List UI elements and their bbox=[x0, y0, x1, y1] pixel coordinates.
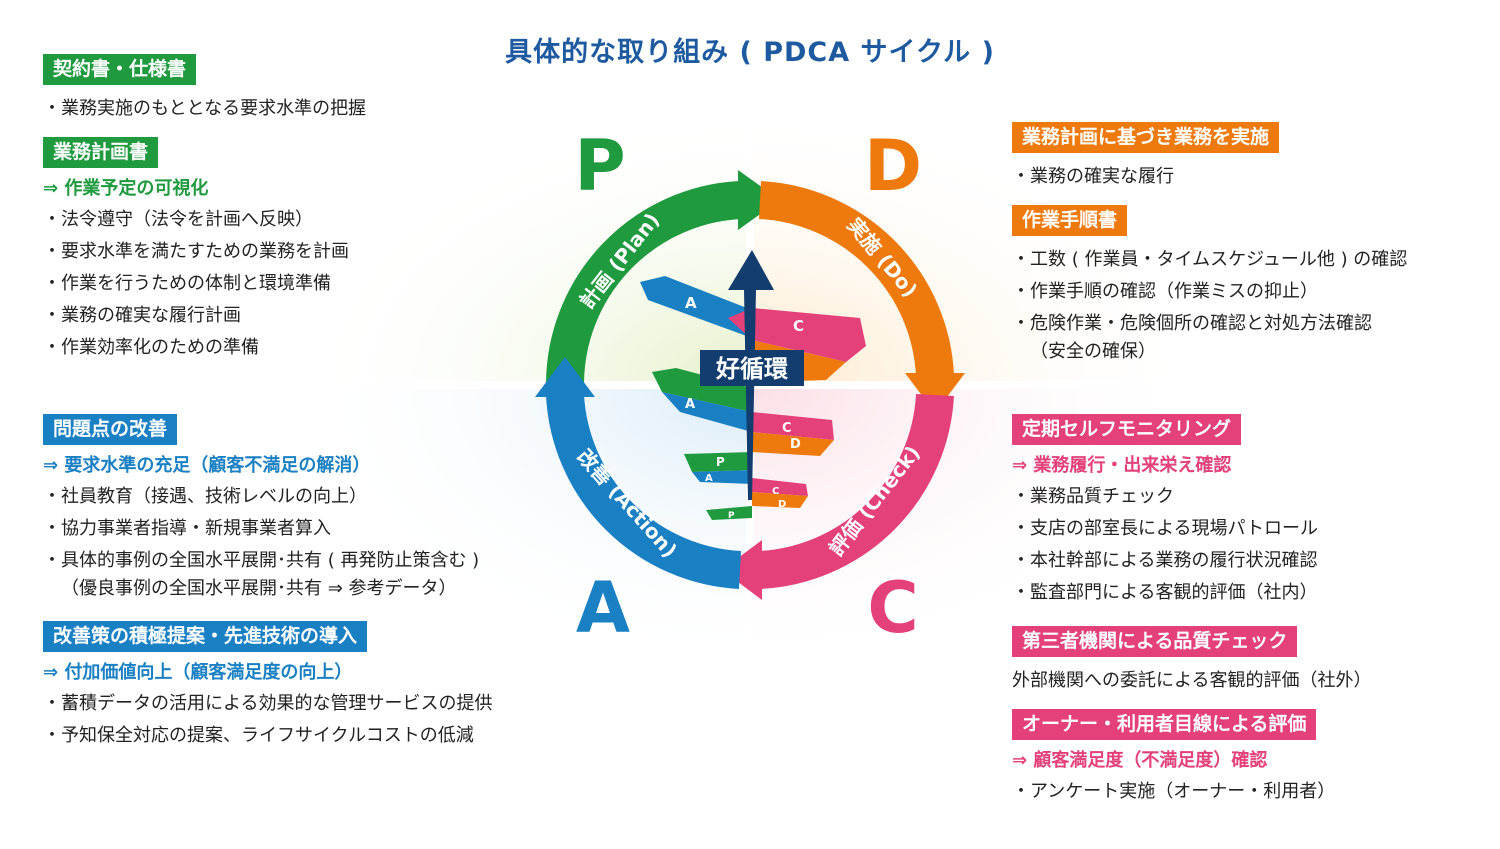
check-arrowhead bbox=[722, 540, 762, 600]
spiral-label-a3: A bbox=[705, 473, 713, 484]
spiral-label-c1: C bbox=[793, 317, 804, 335]
check-thirdparty-tag: 第三者機関による品質チェック bbox=[1012, 626, 1298, 657]
check-owner-sub: ⇒ 顧客満足度（不満足度）確認 bbox=[1012, 750, 1268, 771]
check-owner-tag: オーナー・利用者目線による評価 bbox=[1012, 709, 1317, 740]
action-problem-item: ・具体的事例の全国水平展開･共有 ( 再発防止策含む ) bbox=[43, 550, 480, 571]
action-problem-block: 問題点の改善 ⇒ 要求水準の充足（顧客不満足の解消） ・社員教育（接遇、技術レベ… bbox=[43, 414, 479, 605]
check-owner-item: ・アンケート実施（オーナー・利用者） bbox=[1012, 781, 1336, 802]
page-title: 具体的な取り組み ( PDCA サイクル ) bbox=[505, 37, 995, 68]
spiral-band-c2 bbox=[752, 412, 834, 440]
letter-p: P bbox=[574, 125, 625, 207]
spiral-band-p3 bbox=[706, 506, 752, 520]
check-arc bbox=[758, 393, 954, 589]
do-procedure-item: ・危険作業・危険個所の確認と対処方法確認 bbox=[1012, 313, 1372, 334]
action-proposal-item: ・蓄積データの活用による効果的な管理サービスの提供 bbox=[43, 693, 493, 714]
do-arc bbox=[758, 181, 954, 377]
cycle-arrows bbox=[535, 170, 965, 600]
spiral-label-p3: P bbox=[728, 511, 735, 521]
spiral-label-p2: P bbox=[716, 455, 725, 469]
do-procedure-continuation: （安全の確保） bbox=[1030, 341, 1156, 362]
spiral-label-d2: D bbox=[790, 437, 801, 452]
action-proposal-tag: 改善策の積極提案・先進技術の導入 bbox=[43, 621, 368, 652]
do-procedure-tag: 作業手順書 bbox=[1012, 205, 1128, 236]
plan-contract-block: 契約書・仕様書 ・業務実施のもととなる要求水準の把握 bbox=[43, 54, 366, 125]
check-monitoring-item: ・監査部門による客観的評価（社内） bbox=[1012, 582, 1318, 603]
spiral-band-p2 bbox=[684, 452, 752, 472]
spiral-band-d2 bbox=[752, 432, 834, 456]
check-monitoring-item: ・支店の部室長による現場パトロール bbox=[1012, 518, 1318, 539]
spiral-band-d3 bbox=[752, 492, 808, 508]
center-label: 好循環 bbox=[715, 355, 789, 383]
letter-d: D bbox=[864, 125, 922, 207]
action-proposal-sub: ⇒ 付加価値向上（顧客満足度の向上） bbox=[43, 662, 353, 683]
action-problem-continuation: （優良事例の全国水平展開･共有 ⇒ 参考データ） bbox=[61, 578, 457, 599]
do-execution-block: 業務計画に基づき業務を実施 ・業務の確実な履行 bbox=[1012, 122, 1280, 193]
plan-schedule-item: ・作業を行うための体制と環境準備 bbox=[43, 273, 331, 294]
action-problem-item: ・協力事業者指導・新規事業者算入 bbox=[43, 518, 331, 539]
plan-arc bbox=[545, 181, 742, 386]
action-proposal-block: 改善策の積極提案・先進技術の導入 ⇒ 付加価値向上（顧客満足度の向上） ・蓄積デ… bbox=[43, 621, 492, 752]
check-monitoring-item: ・業務品質チェック bbox=[1012, 486, 1174, 507]
check-monitoring-sub: ⇒ 業務履行・出来栄え確認 bbox=[1012, 455, 1232, 476]
do-execution-tag: 業務計画に基づき業務を実施 bbox=[1012, 122, 1280, 153]
action-problem-sub: ⇒ 要求水準の充足（顧客不満足の解消） bbox=[43, 455, 371, 476]
plan-schedule-tag: 業務計画書 bbox=[43, 137, 159, 168]
do-procedure-item: ・工数 ( 作業員・タイムスケジュール他 ) の確認 bbox=[1012, 249, 1408, 270]
check-monitoring-block: 定期セルフモニタリング ⇒ 業務履行・出来栄え確認 ・業務品質チェック ・支店の… bbox=[1012, 414, 1318, 609]
plan-schedule-item: ・作業効率化のための準備 bbox=[43, 337, 259, 358]
letter-c: C bbox=[867, 567, 918, 649]
spiral-label-c3: C bbox=[772, 486, 779, 497]
action-problem-tag: 問題点の改善 bbox=[43, 414, 178, 445]
check-monitoring-tag: 定期セルフモニタリング bbox=[1012, 414, 1242, 445]
do-procedure-block: 作業手順書 ・工数 ( 作業員・タイムスケジュール他 ) の確認 ・作業手順の確… bbox=[1012, 205, 1407, 368]
spiral-label-a1: A bbox=[685, 294, 697, 312]
spiral-label-a2: A bbox=[685, 397, 695, 412]
action-arc bbox=[546, 393, 742, 589]
spiral-band-a3 bbox=[662, 392, 752, 432]
action-proposal-item: ・予知保全対応の提案、ライフサイクルコストの低減 bbox=[43, 725, 474, 746]
plan-schedule-sub: ⇒ 作業予定の可視化 bbox=[43, 178, 209, 199]
check-owner-block: オーナー・利用者目線による評価 ⇒ 顧客満足度（不満足度）確認 ・アンケート実施… bbox=[1012, 709, 1335, 808]
spiral-label-c2: C bbox=[782, 421, 792, 436]
spiral-band-a4 bbox=[692, 470, 752, 484]
letter-a: A bbox=[576, 567, 630, 649]
do-execution-item: ・業務の確実な履行 bbox=[1012, 166, 1174, 187]
spiral-band-c bbox=[728, 308, 866, 362]
plan-schedule-block: 業務計画書 ⇒ 作業予定の可視化 ・法令遵守（法令を計画へ反映） ・要求水準を満… bbox=[43, 137, 349, 364]
spiral-band-a bbox=[640, 276, 752, 338]
action-problem-item: ・社員教育（接遇、技術レベルの向上） bbox=[43, 486, 367, 507]
center-label-box bbox=[700, 350, 804, 386]
spiral-band-c3 bbox=[752, 478, 808, 496]
check-thirdparty-block: 第三者機関による品質チェック 外部機関への委託による客観的評価（社外） bbox=[1012, 626, 1371, 697]
plan-arrowhead bbox=[738, 170, 780, 230]
plan-contract-item: ・業務実施のもととなる要求水準の把握 bbox=[43, 98, 367, 119]
action-arrowhead bbox=[535, 357, 595, 397]
plan-schedule-item: ・業務の確実な履行計画 bbox=[43, 305, 241, 326]
do-procedure-item: ・作業手順の確認（作業ミスの抑止） bbox=[1012, 281, 1318, 302]
plan-schedule-item: ・要求水準を満たすための業務を計画 bbox=[43, 241, 349, 262]
check-monitoring-item: ・本社幹部による業務の履行状況確認 bbox=[1012, 550, 1318, 571]
spiral-label-d3: D bbox=[778, 499, 786, 510]
plan-schedule-item: ・法令遵守（法令を計画へ反映） bbox=[43, 209, 313, 230]
do-arrowhead bbox=[905, 373, 965, 413]
spiral-band-a2 bbox=[652, 368, 752, 412]
plan-contract-tag: 契約書・仕様書 bbox=[43, 54, 197, 85]
check-thirdparty-item: 外部機関への委託による客観的評価（社外） bbox=[1012, 670, 1372, 691]
